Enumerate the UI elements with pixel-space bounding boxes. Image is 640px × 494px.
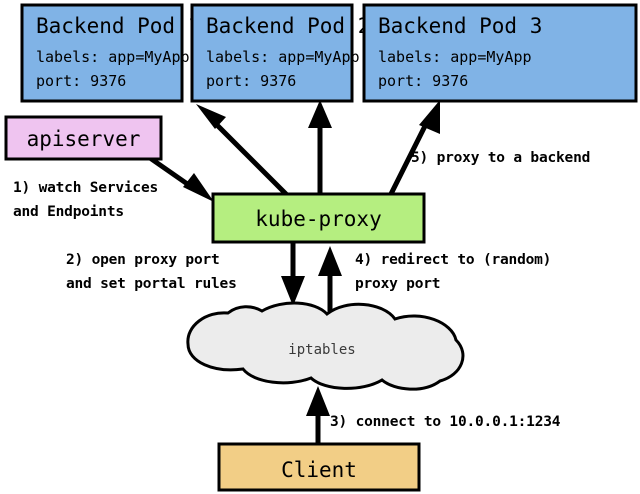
step-4-label: 4) redirect to (random) proxy port: [355, 252, 551, 292]
step-2-label: 2) open proxy port and set portal rules: [66, 252, 237, 292]
pod-2-labels: labels: app=MyApp: [206, 48, 360, 66]
step-4-line-2: proxy port: [355, 276, 440, 292]
client-label: Client: [281, 458, 357, 482]
pod-1-labels: labels: app=MyApp: [36, 48, 190, 66]
step-1-line-1: 1) watch Services: [13, 180, 158, 196]
pod-1-port: port: 9376: [36, 72, 126, 90]
apiserver-node[interactable]: apiserver: [4, 115, 163, 161]
client-node[interactable]: Client: [217, 442, 421, 492]
apiserver-label: apiserver: [27, 127, 141, 151]
pod-2-title: Backend Pod 2: [206, 14, 370, 38]
edge-apiserver-to-kubeproxy: [148, 155, 214, 202]
step-1-line-2: and Endpoints: [13, 204, 124, 220]
edge-kubeproxy-to-pod1: [196, 104, 290, 198]
pod-3-port: port: 9376: [378, 72, 468, 90]
pod-2-port: port: 9376: [206, 72, 296, 90]
pod-3-labels: labels: app=MyApp: [378, 48, 532, 66]
step-5-label: 5) proxy to a backend: [411, 150, 590, 166]
backend-pod-3[interactable]: Backend Pod 3 labels: app=MyApp port: 93…: [362, 3, 638, 103]
iptables-label: iptables: [288, 342, 355, 358]
step-3-label: 3) connect to 10.0.0.1:1234: [330, 414, 561, 430]
step-3-line-1: 3) connect to 10.0.0.1:1234: [330, 414, 561, 430]
edge-kubeproxy-to-pod2: [308, 100, 332, 196]
pod-3-title: Backend Pod 3: [378, 14, 542, 38]
edge-kubeproxy-to-pod3: [387, 100, 440, 198]
pod-1-title: Backend Pod 1: [36, 14, 200, 38]
step-5-line-1: 5) proxy to a backend: [411, 150, 590, 166]
iptables-cloud-node[interactable]: iptables: [186, 301, 465, 391]
kube-proxy-label: kube-proxy: [255, 207, 381, 231]
step-2-line-1: 2) open proxy port: [66, 252, 220, 268]
backend-pod-2[interactable]: Backend Pod 2 labels: app=MyApp port: 93…: [190, 3, 370, 103]
edge-client-to-iptables: [306, 386, 330, 444]
step-4-line-1: 4) redirect to (random): [355, 252, 551, 268]
backend-pod-1[interactable]: Backend Pod 1 labels: app=MyApp port: 93…: [20, 3, 200, 103]
step-1-label: 1) watch Services and Endpoints: [13, 180, 158, 220]
edge-kubeproxy-to-iptables: [281, 243, 305, 306]
kube-proxy-node[interactable]: kube-proxy: [211, 192, 426, 244]
step-2-line-2: and set portal rules: [66, 276, 237, 292]
